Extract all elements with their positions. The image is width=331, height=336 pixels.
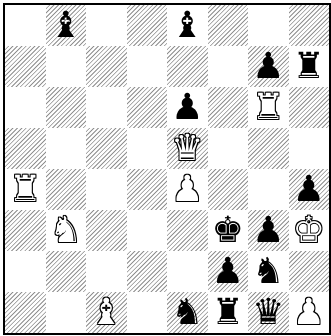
square-d6[interactable] [127, 87, 168, 128]
square-g6[interactable]: ♜ [248, 87, 289, 128]
square-d2[interactable] [127, 251, 168, 292]
square-b8[interactable]: ♝ [46, 5, 87, 46]
square-e3[interactable] [167, 210, 208, 251]
black-bishop-icon[interactable]: ♝ [167, 5, 208, 46]
black-king-icon[interactable]: ♚ [208, 210, 249, 251]
black-rook-icon[interactable]: ♜ [208, 292, 249, 333]
square-g2[interactable]: ♞ [248, 251, 289, 292]
board-grid: ♝♝♟♜♟♜♛♜♟♟♞♚♟♚♟♞♝♞♜♛♟ [5, 5, 329, 333]
square-g8[interactable] [248, 5, 289, 46]
square-f6[interactable] [208, 87, 249, 128]
square-h7[interactable]: ♜ [289, 46, 330, 87]
square-f7[interactable] [208, 46, 249, 87]
square-a1[interactable] [5, 292, 46, 333]
square-c5[interactable] [86, 128, 127, 169]
square-f2[interactable]: ♟ [208, 251, 249, 292]
square-a3[interactable] [5, 210, 46, 251]
white-pawn-icon[interactable]: ♟ [167, 169, 208, 210]
square-a4[interactable]: ♜ [5, 169, 46, 210]
square-e7[interactable] [167, 46, 208, 87]
square-d1[interactable] [127, 292, 168, 333]
black-knight-icon[interactable]: ♞ [167, 292, 208, 333]
black-rook-icon[interactable]: ♜ [289, 46, 330, 87]
square-a7[interactable] [5, 46, 46, 87]
square-b1[interactable] [46, 292, 87, 333]
black-pawn-icon[interactable]: ♟ [208, 251, 249, 292]
square-h2[interactable] [289, 251, 330, 292]
square-f1[interactable]: ♜ [208, 292, 249, 333]
square-h3[interactable]: ♚ [289, 210, 330, 251]
white-rook-icon[interactable]: ♜ [5, 169, 46, 210]
square-a5[interactable] [5, 128, 46, 169]
square-e4[interactable]: ♟ [167, 169, 208, 210]
square-f5[interactable] [208, 128, 249, 169]
square-h1[interactable]: ♟ [289, 292, 330, 333]
square-g1[interactable]: ♛ [248, 292, 289, 333]
square-e1[interactable]: ♞ [167, 292, 208, 333]
square-d7[interactable] [127, 46, 168, 87]
square-c3[interactable] [86, 210, 127, 251]
white-king-icon[interactable]: ♚ [289, 210, 330, 251]
square-c1[interactable]: ♝ [86, 292, 127, 333]
square-c2[interactable] [86, 251, 127, 292]
chess-board: ♝♝♟♜♟♜♛♜♟♟♞♚♟♚♟♞♝♞♜♛♟ [3, 3, 331, 335]
square-d5[interactable] [127, 128, 168, 169]
white-knight-icon[interactable]: ♞ [46, 210, 87, 251]
square-e6[interactable]: ♟ [167, 87, 208, 128]
square-b5[interactable] [46, 128, 87, 169]
square-b3[interactable]: ♞ [46, 210, 87, 251]
square-e8[interactable]: ♝ [167, 5, 208, 46]
white-pawn-icon[interactable]: ♟ [289, 292, 330, 333]
square-f8[interactable] [208, 5, 249, 46]
black-pawn-icon[interactable]: ♟ [248, 46, 289, 87]
square-e2[interactable] [167, 251, 208, 292]
black-bishop-icon[interactable]: ♝ [46, 5, 87, 46]
square-b7[interactable] [46, 46, 87, 87]
square-g3[interactable]: ♟ [248, 210, 289, 251]
square-h5[interactable] [289, 128, 330, 169]
white-rook-icon[interactable]: ♜ [248, 87, 289, 128]
square-h6[interactable] [289, 87, 330, 128]
square-h4[interactable]: ♟ [289, 169, 330, 210]
black-pawn-icon[interactable]: ♟ [248, 210, 289, 251]
square-b2[interactable] [46, 251, 87, 292]
square-c6[interactable] [86, 87, 127, 128]
square-b6[interactable] [46, 87, 87, 128]
square-a8[interactable] [5, 5, 46, 46]
square-d4[interactable] [127, 169, 168, 210]
black-knight-icon[interactable]: ♞ [248, 251, 289, 292]
square-e5[interactable]: ♛ [167, 128, 208, 169]
white-bishop-icon[interactable]: ♝ [86, 292, 127, 333]
square-b4[interactable] [46, 169, 87, 210]
square-g7[interactable]: ♟ [248, 46, 289, 87]
square-h8[interactable] [289, 5, 330, 46]
square-g5[interactable] [248, 128, 289, 169]
square-c8[interactable] [86, 5, 127, 46]
square-c7[interactable] [86, 46, 127, 87]
black-pawn-icon[interactable]: ♟ [167, 87, 208, 128]
black-pawn-icon[interactable]: ♟ [289, 169, 330, 210]
square-d3[interactable] [127, 210, 168, 251]
square-f3[interactable]: ♚ [208, 210, 249, 251]
square-c4[interactable] [86, 169, 127, 210]
square-a6[interactable] [5, 87, 46, 128]
square-g4[interactable] [248, 169, 289, 210]
white-queen-icon[interactable]: ♛ [167, 128, 208, 169]
square-d8[interactable] [127, 5, 168, 46]
square-a2[interactable] [5, 251, 46, 292]
square-f4[interactable] [208, 169, 249, 210]
black-queen-icon[interactable]: ♛ [248, 292, 289, 333]
